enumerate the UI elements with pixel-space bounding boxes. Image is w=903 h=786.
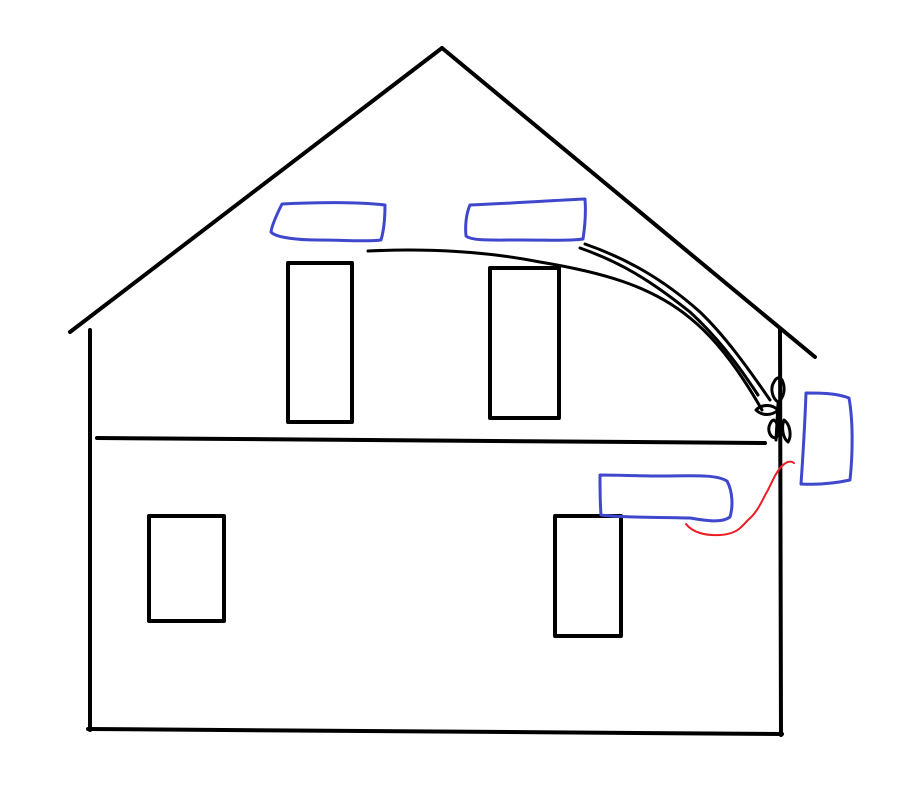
- valve-loop-bottom: [767, 418, 780, 440]
- roof-left-slope: [68, 46, 444, 334]
- valve-loop-top: [770, 376, 786, 404]
- roof: [68, 46, 817, 359]
- lower-windows: [147, 514, 623, 638]
- pipe-from-upper-left-unit: [366, 248, 764, 412]
- upper-windows: [286, 261, 561, 424]
- refrigerant-lines: [366, 242, 772, 412]
- window-upper-left: [286, 261, 354, 424]
- right-wall: [778, 327, 783, 737]
- upper-indoor-units: [269, 197, 587, 243]
- outdoor-unit: [799, 391, 854, 486]
- pipe-from-upper-right-unit-a: [578, 246, 760, 397]
- window-upper-right: [488, 266, 561, 420]
- power-cable: [685, 460, 795, 537]
- pipe-from-upper-right-unit-b: [583, 242, 772, 402]
- indoor-unit-lower: [598, 473, 734, 523]
- house-outline: [86, 327, 784, 737]
- roof-right-slope: [440, 46, 817, 359]
- window-lower-left: [147, 514, 226, 623]
- valve-loop-right: [781, 418, 792, 444]
- valve-stem: [774, 402, 780, 442]
- indoor-unit-upper-left: [269, 201, 387, 243]
- ground-line: [86, 727, 784, 736]
- indoor-unit-upper-right: [464, 197, 587, 242]
- window-lower-right: [553, 514, 623, 638]
- valve-junction: [754, 376, 792, 444]
- floor-divider: [95, 436, 767, 445]
